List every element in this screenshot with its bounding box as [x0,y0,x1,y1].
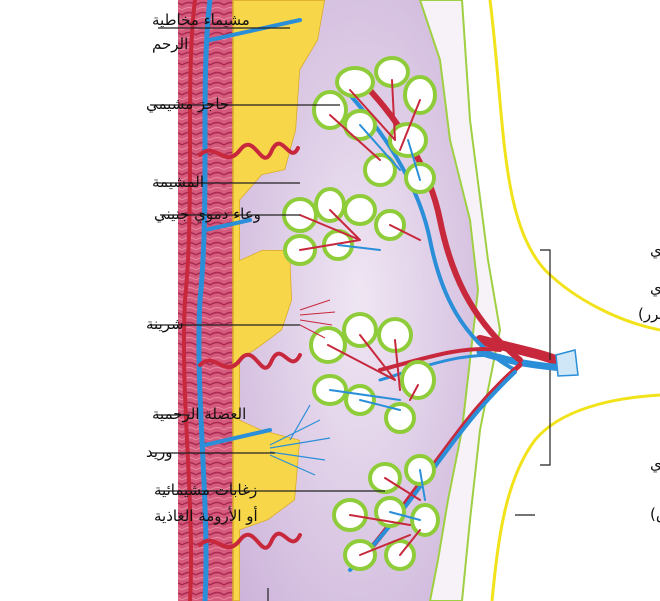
label-amnion: السلى(أمنيوس) [650,504,660,523]
label-umbilical-cord-line1: الحبل السري [650,279,660,298]
label-umbilical-artery: شريان سري [650,455,660,474]
label-decidua-line1: مشيماء مخاطية [152,11,250,29]
cord-tip [556,350,578,376]
label-villi-line1: زغابات مشيمائية [154,481,257,499]
label-arteriole: شرينة [146,315,184,333]
label-decidua-line2: الرحم [152,35,188,53]
label-septum: حاجز مشيمي [146,95,229,114]
label-myometrium: العضلة الرحمية [152,405,246,423]
label-umbilical-vein: وريد سري [650,241,660,260]
amnion-line-lower [492,395,660,601]
label-fetal-vessel: وعاء دموي جنيني [154,205,261,224]
amnion-line-upper [490,0,660,330]
label-vein: وريد [146,443,173,461]
label-chorion: المشيمة [152,173,204,191]
label-umbilical-cord-line2: (السرر) [638,305,660,323]
label-villi-line2: أو الأرومة الغاذية [154,506,258,525]
